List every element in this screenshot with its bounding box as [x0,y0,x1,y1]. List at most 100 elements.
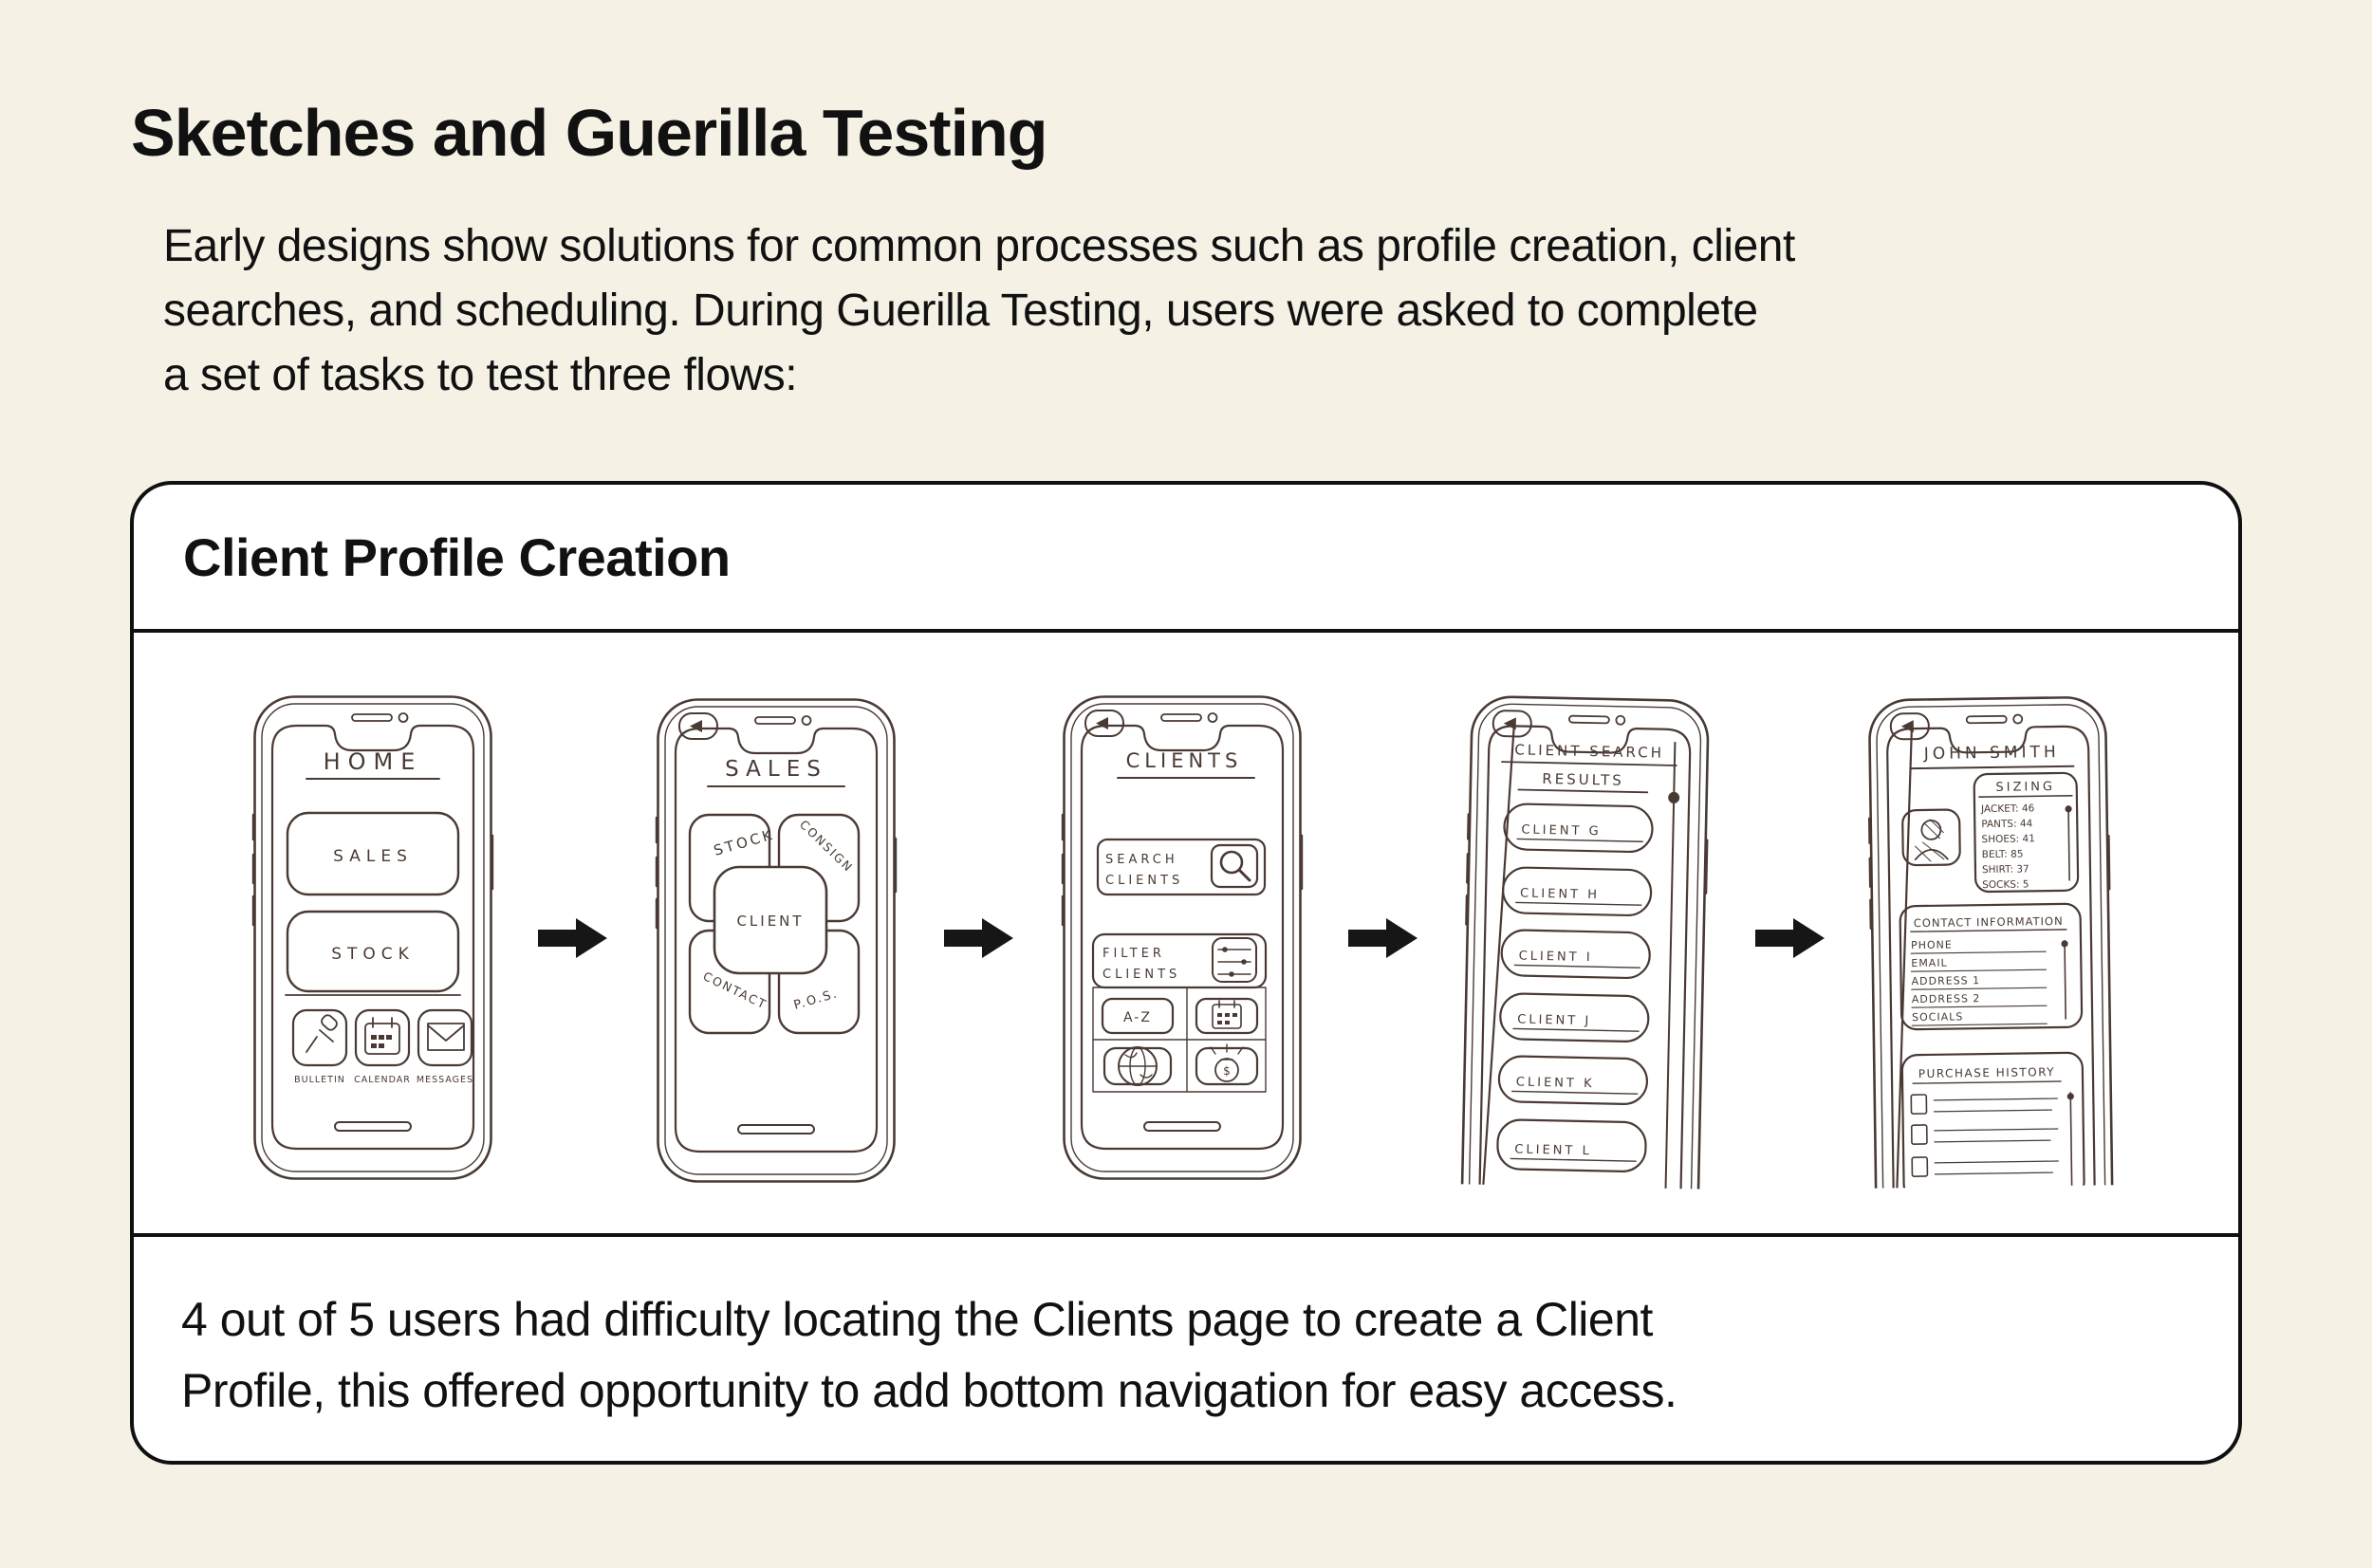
camera-icon [2012,713,2024,725]
home-indicator [1143,1121,1221,1132]
back-button-drawing [1084,710,1124,737]
back-button-drawing [678,712,718,740]
checkbox-icon [1910,1124,1928,1145]
dock-calendar: CALENDAR [354,1008,411,1085]
card-header: Client Profile Creation [134,485,2238,633]
checkbox-icon [1911,1156,1929,1177]
svg-text:PHONE: PHONE [1911,939,1953,952]
dock-bulletin: BULLETIN [291,1008,348,1085]
sales-button-drawing: SALES [286,811,460,896]
scrollbar-thumb [1668,791,1680,803]
scrollbar-thumb [2061,940,2068,948]
stock-button-drawing: STOCK [285,910,461,996]
svg-text:STOCK: STOCK [712,825,776,858]
client-result-pill: CLIENT J [1499,992,1650,1043]
sales-screen-title: SALES [725,757,827,782]
svg-text:$: $ [1223,1064,1231,1078]
svg-text:SOCIALS: SOCIALS [1912,1010,1963,1024]
money-bag-icon: $ [1210,1043,1244,1082]
svg-text:BELT: 85: BELT: 85 [1982,849,2024,861]
flow-arrow-icon [1348,918,1418,958]
back-button-drawing [1889,712,1930,741]
checkbox-icon [1910,1094,1928,1115]
conclusion-line: 4 out of 5 users had difficulty locating… [181,1293,1653,1346]
flow-arrow-icon [538,918,607,958]
sketch-phone-client-profile: JOHN SMITH SIZING JACKET: 46 PANTS: 44 S… [1867,696,2114,1189]
client-result-pill: CLIENT I [1500,929,1651,980]
svg-text:FILTER: FILTER [1103,947,1165,961]
svg-text:CLIENTS: CLIENTS [1105,874,1183,888]
calendar-icon [1212,1000,1242,1029]
scrollbar-thumb [2065,805,2072,813]
phone-frame [1867,696,2114,1189]
globe-icon [1118,1046,1158,1086]
client-result-pill: CLIENT H [1502,866,1653,917]
svg-text:CLIENT J: CLIENT J [1517,1013,1591,1029]
speaker-icon [1160,713,1202,722]
svg-text:ADDRESS 1: ADDRESS 1 [1911,974,1980,987]
search-icon [1210,843,1259,889]
intro-line: Early designs show solutions for common … [163,221,1795,271]
filter-grid-drawing: A-Z [1092,987,1267,1093]
scrollbar [1664,741,1680,1190]
profile-title: JOHN SMITH [1923,743,2060,764]
sort-az-label: A-Z [1123,1010,1152,1025]
svg-text:EMAIL: EMAIL [1911,957,1948,970]
intro-paragraph: Early designs show solutions for common … [163,214,1795,408]
svg-text:PANTS: 44: PANTS: 44 [1981,818,2032,830]
scrollbar [2065,805,2072,881]
svg-text:CLIENT K: CLIENT K [1516,1076,1595,1092]
dock-messages: MESSAGES [417,1008,473,1085]
calendar-icon [364,1017,400,1055]
back-arrow-icon [690,720,702,732]
sliders-icon [1212,937,1257,983]
phone-frame [251,695,494,1180]
back-arrow-icon [1900,720,1914,733]
phone-frame [1061,695,1304,1180]
svg-text:P.O.S.: P.O.S. [792,987,840,1013]
camera-icon [398,712,409,723]
sizing-box-drawing: SIZING JACKET: 46 PANTS: 44 SHOES: 41 BE… [1973,771,2080,894]
svg-text:CLIENT: CLIENT [736,913,804,930]
svg-text:CONTACT INFORMATION: CONTACT INFORMATION [1914,914,2064,930]
sketch-phone-clients: CLIENTS SEARCH CLIENTS FILTER CLIENTS [1061,695,1304,1180]
sketch-flow-row: HOME SALES STOCK BULLETIN [134,633,2238,1237]
svg-text:SHIRT: 37: SHIRT: 37 [1982,863,2029,876]
speaker-icon [351,713,393,722]
sketch-phone-search-results: CLIENT SEARCH RESULTS CLIENT G CLIENT H … [1460,695,1710,1190]
filter-clients-drawing: FILTER CLIENTS [1091,932,1268,989]
intro-line: a set of tasks to test three flows: [163,350,798,400]
svg-text:STOCK: STOCK [331,945,415,964]
envelope-icon [427,1023,465,1051]
back-button-drawing [1492,710,1532,738]
camera-icon [1615,714,1626,726]
svg-text:MESSAGES: MESSAGES [417,1075,473,1085]
phone-frame [1460,695,1710,1190]
svg-text:PURCHASE HISTORY: PURCHASE HISTORY [1918,1065,2055,1080]
sketch-phone-sales: SALES STOCK CONSIGN CONTACT P.O.S. CLIEN… [655,698,898,1183]
home-screen-title: HOME [324,748,423,775]
home-indicator [737,1124,815,1134]
search-clients-drawing: SEARCH CLIENTS [1096,838,1267,896]
svg-text:SOCKS: 5: SOCKS: 5 [1982,878,2029,891]
avatar [1901,808,1961,867]
back-arrow-icon [1503,717,1516,730]
page-title: Sketches and Guerilla Testing [131,96,1048,170]
svg-text:CLIENT G: CLIENT G [1521,823,1602,839]
svg-text:CONTACT: CONTACT [701,968,769,1012]
intro-line: searches, and scheduling. During Guerill… [163,286,1758,336]
camera-icon [801,715,812,726]
sales-menu-drawing: STOCK CONSIGN CONTACT P.O.S. CLIENT [688,813,861,1035]
svg-text:BULLETIN: BULLETIN [294,1075,345,1085]
svg-text:JACKET: 46: JACKET: 46 [1980,802,2035,815]
phone-frame [655,698,898,1183]
svg-text:ADDRESS 2: ADDRESS 2 [1912,992,1981,1005]
svg-text:SHOES: 41: SHOES: 41 [1981,833,2035,845]
sketch-phone-home: HOME SALES STOCK BULLETIN [251,695,494,1180]
flow-arrow-icon [944,918,1013,958]
speaker-icon [1567,714,1610,725]
svg-text:CLIENTS: CLIENTS [1103,968,1180,982]
client-result-pill: CLIENT L [1496,1118,1647,1172]
svg-text:SIZING: SIZING [1995,780,2055,795]
svg-text:SALES: SALES [333,847,413,866]
